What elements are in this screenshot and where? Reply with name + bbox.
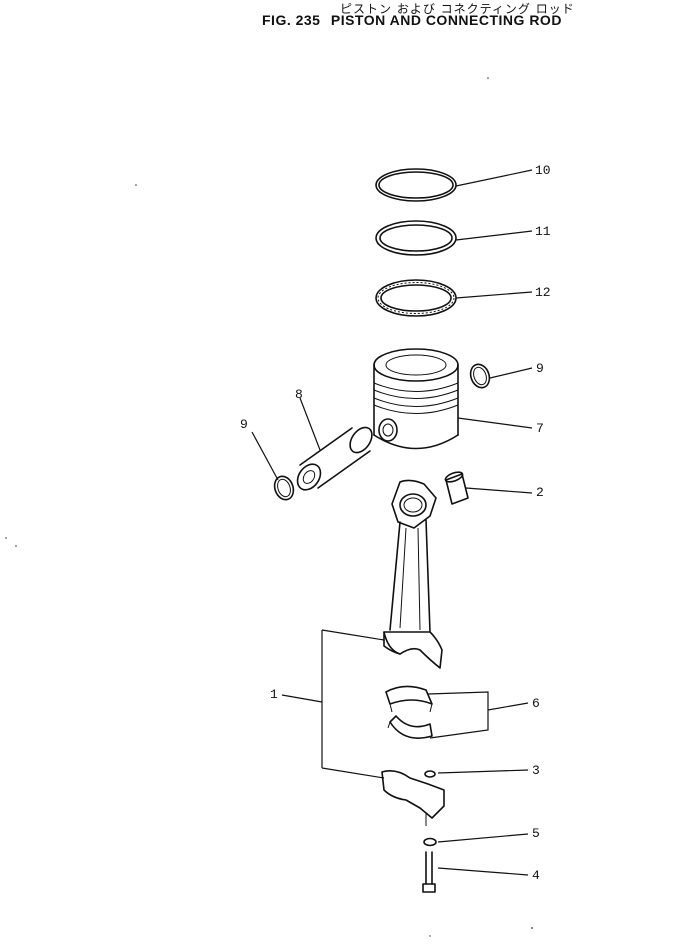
piston-ring-10 <box>375 168 457 202</box>
japanese-title: ピストン および コネクティング ロッド <box>340 2 575 16</box>
callout-10: 10 <box>535 163 551 178</box>
piston-pin-8 <box>296 426 373 491</box>
piston-7 <box>373 348 459 450</box>
bushing-2 <box>444 471 469 505</box>
piston-ring-11 <box>375 220 457 256</box>
callout-9-left: 9 <box>240 417 248 432</box>
figure-title: FIG. 235 PISTON AND CONNECTING ROD <box>262 12 568 28</box>
bearing-shell-6-lower <box>387 715 433 739</box>
oil-ring-12 <box>375 279 457 317</box>
callout-11: 11 <box>535 224 551 239</box>
connecting-rod-1 <box>383 479 443 669</box>
callout-1: 1 <box>270 687 278 702</box>
bearing-shell-6-upper <box>385 685 433 713</box>
scan-specks <box>5 77 533 937</box>
callout-12: 12 <box>535 285 551 300</box>
washer-3 <box>424 770 436 778</box>
washer-5 <box>423 837 437 847</box>
figure-caption: PISTON AND CONNECTING ROD <box>330 12 562 28</box>
callout-8: 8 <box>295 387 303 402</box>
snap-ring-9-right <box>469 363 491 389</box>
callout-5: 5 <box>532 826 540 841</box>
callout-9-right: 9 <box>536 361 544 376</box>
snap-ring-9-left <box>273 475 295 501</box>
callout-2: 2 <box>536 485 544 500</box>
connecting-rod-cap <box>381 770 445 826</box>
callout-4: 4 <box>532 868 540 883</box>
bolt-4 <box>422 851 436 893</box>
callout-7: 7 <box>536 421 544 436</box>
figure-number: FIG. 235 <box>262 12 321 28</box>
callout-3: 3 <box>532 763 540 778</box>
callout-6: 6 <box>532 696 540 711</box>
leader-lines <box>251 169 533 876</box>
